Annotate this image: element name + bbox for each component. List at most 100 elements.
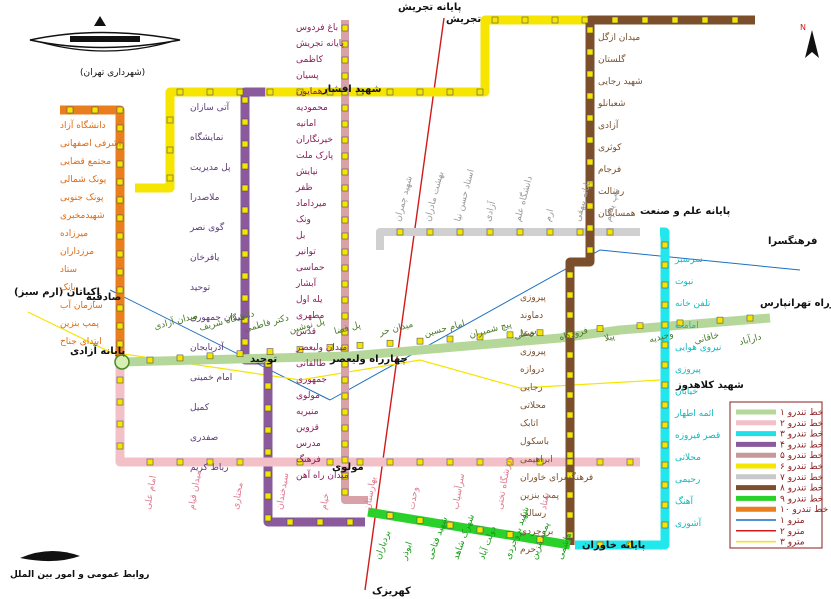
station-marker[interactable] [116, 196, 124, 204]
station-marker[interactable] [241, 184, 249, 192]
station-marker[interactable] [66, 106, 74, 114]
station-marker[interactable] [661, 281, 669, 289]
station-marker[interactable] [341, 376, 349, 384]
station-marker[interactable] [91, 106, 99, 114]
station-marker[interactable] [586, 48, 594, 56]
station-marker[interactable] [476, 458, 484, 466]
station-marker[interactable] [341, 232, 349, 240]
station-marker[interactable] [341, 296, 349, 304]
station-marker[interactable] [341, 136, 349, 144]
station-marker[interactable] [566, 531, 574, 539]
station-marker[interactable] [386, 339, 394, 347]
station-marker[interactable] [296, 458, 304, 466]
station-marker[interactable] [546, 228, 554, 236]
station-marker[interactable] [326, 344, 334, 351]
station-marker[interactable] [166, 174, 174, 182]
station-marker[interactable] [341, 216, 349, 224]
station-marker[interactable] [661, 341, 669, 349]
station-marker[interactable] [241, 140, 249, 148]
station-marker[interactable] [241, 250, 249, 258]
station-marker[interactable] [264, 426, 272, 434]
station-marker[interactable] [491, 16, 499, 24]
station-marker[interactable] [596, 325, 604, 332]
station-marker[interactable] [176, 458, 184, 466]
station-marker[interactable] [296, 88, 304, 96]
station-marker[interactable] [236, 88, 244, 96]
station-marker[interactable] [341, 56, 349, 64]
station-marker[interactable] [566, 511, 574, 519]
station-marker[interactable] [341, 152, 349, 160]
station-marker[interactable] [116, 250, 124, 258]
station-marker[interactable] [566, 451, 574, 459]
station-marker[interactable] [341, 264, 349, 272]
station-marker[interactable] [266, 88, 274, 96]
station-marker[interactable] [326, 88, 334, 96]
station-marker[interactable] [661, 261, 669, 269]
station-marker[interactable] [596, 541, 604, 549]
station-marker[interactable] [116, 286, 124, 294]
station-marker[interactable] [626, 541, 634, 549]
station-marker[interactable] [341, 408, 349, 416]
station-marker[interactable] [661, 401, 669, 409]
station-marker[interactable] [661, 481, 669, 489]
station-marker[interactable] [641, 16, 649, 24]
station-marker[interactable] [341, 440, 349, 448]
station-marker[interactable] [566, 391, 574, 399]
station-marker[interactable] [386, 458, 394, 466]
station-marker[interactable] [316, 518, 324, 526]
station-marker[interactable] [661, 301, 669, 309]
station-marker[interactable] [341, 344, 349, 352]
station-marker[interactable] [661, 461, 669, 469]
station-marker[interactable] [356, 342, 364, 349]
station-marker[interactable] [146, 458, 154, 466]
station-marker[interactable] [241, 118, 249, 126]
station-marker[interactable] [396, 228, 404, 236]
station-marker[interactable] [116, 420, 124, 428]
station-marker[interactable] [586, 70, 594, 78]
station-marker[interactable] [264, 382, 272, 390]
station-marker[interactable] [264, 360, 272, 368]
station-marker[interactable] [166, 116, 174, 124]
station-marker[interactable] [476, 88, 484, 96]
station-marker[interactable] [341, 104, 349, 112]
station-marker[interactable] [341, 248, 349, 256]
station-marker[interactable] [566, 291, 574, 299]
station-marker[interactable] [661, 241, 669, 249]
station-marker[interactable] [661, 441, 669, 449]
station-marker[interactable] [346, 518, 354, 526]
station-marker[interactable] [341, 72, 349, 80]
station-marker[interactable] [341, 312, 349, 320]
station-marker[interactable] [566, 411, 574, 419]
station-marker[interactable] [116, 160, 124, 168]
station-marker[interactable] [676, 319, 684, 327]
station-marker[interactable] [264, 448, 272, 456]
station-marker[interactable] [206, 88, 214, 96]
station-marker[interactable] [416, 517, 424, 524]
station-marker[interactable] [506, 331, 514, 339]
station-marker[interactable] [446, 335, 454, 343]
station-marker[interactable] [596, 458, 604, 466]
station-marker[interactable] [581, 16, 589, 24]
station-marker[interactable] [264, 470, 272, 478]
station-marker[interactable] [661, 361, 669, 369]
station-marker[interactable] [566, 311, 574, 319]
station-marker[interactable] [341, 456, 349, 464]
station-marker[interactable] [264, 492, 272, 500]
station-marker[interactable] [446, 458, 454, 466]
station-marker[interactable] [166, 146, 174, 154]
station-marker[interactable] [566, 351, 574, 359]
station-marker[interactable] [341, 424, 349, 432]
station-marker[interactable] [341, 488, 349, 496]
station-marker[interactable] [586, 202, 594, 210]
station-marker[interactable] [446, 88, 454, 96]
station-marker[interactable] [586, 136, 594, 144]
station-marker[interactable] [701, 16, 709, 24]
station-marker[interactable] [566, 491, 574, 499]
station-marker[interactable] [566, 458, 574, 466]
station-marker[interactable] [116, 340, 124, 348]
station-marker[interactable] [661, 521, 669, 529]
station-marker[interactable] [626, 458, 634, 466]
station-marker[interactable] [341, 200, 349, 208]
station-marker[interactable] [576, 228, 584, 236]
azadi-terminal-marker[interactable] [114, 354, 130, 370]
